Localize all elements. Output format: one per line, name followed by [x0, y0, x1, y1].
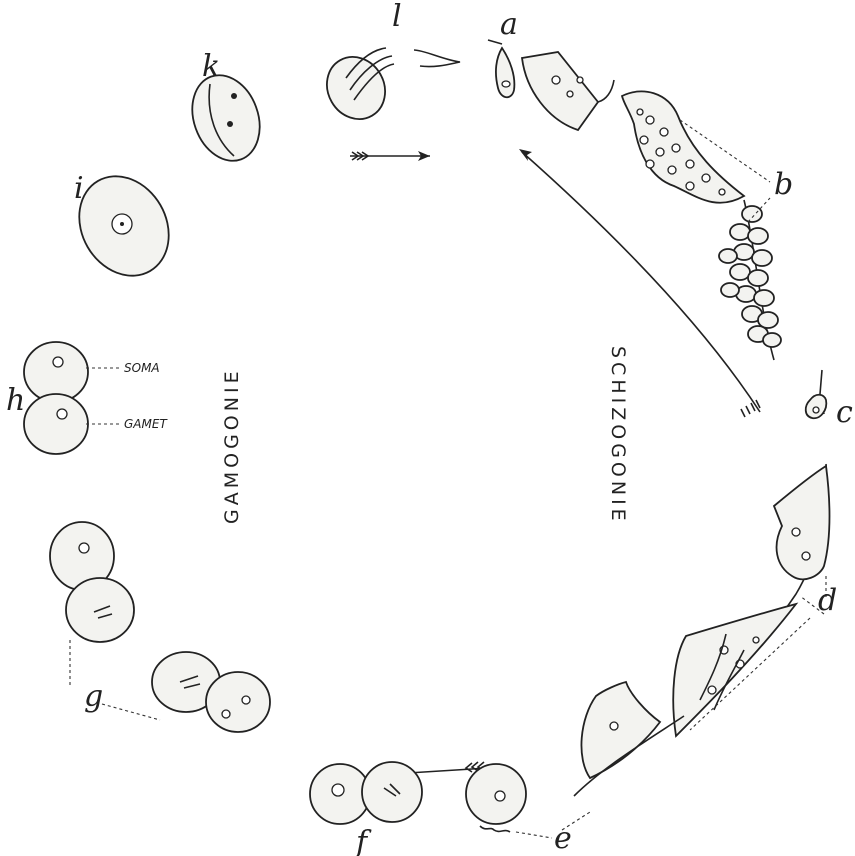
label-c: c	[836, 395, 853, 430]
label-f: f	[354, 825, 372, 856]
gamet-annotation: GAMET	[124, 417, 168, 431]
label-d: d	[818, 583, 837, 618]
stage-d-schizonts	[673, 464, 829, 736]
stage-f-pair	[310, 762, 422, 824]
stage-a-sporozoite	[488, 40, 514, 97]
stage-c-merozoite	[806, 370, 827, 418]
stage-l-oocyst	[316, 46, 460, 129]
label-l: l	[392, 0, 402, 34]
label-e: e	[554, 821, 572, 856]
stage-h-soma-gamet: SOMA GAMET	[24, 342, 168, 454]
schizogonie-title: SCHIZOGONIE	[607, 346, 629, 525]
label-k: k	[202, 49, 220, 84]
gamogonie-title: GAMOGONIE	[221, 367, 243, 524]
label-b: b	[774, 167, 793, 202]
stage-e-cells	[466, 682, 684, 838]
top-arrow	[350, 151, 430, 161]
stage-g-pairs	[50, 522, 270, 732]
soma-annotation: SOMA	[124, 361, 160, 375]
stage-k-cell	[181, 66, 271, 171]
label-a: a	[500, 7, 518, 42]
label-h: h	[6, 383, 25, 418]
label-i: i	[74, 171, 84, 206]
label-g: g	[84, 679, 103, 714]
stage-b-schizonts	[522, 52, 781, 360]
